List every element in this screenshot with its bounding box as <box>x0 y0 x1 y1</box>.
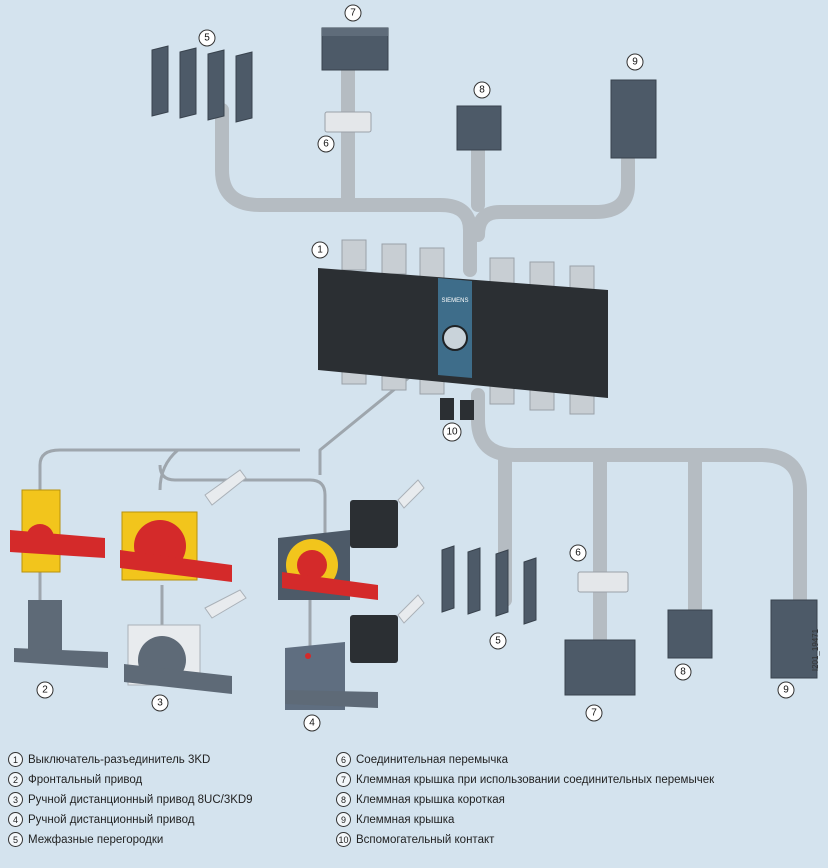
short-cover-bottom <box>667 609 713 659</box>
callout-3: 3 <box>151 694 169 712</box>
svg-text:9: 9 <box>783 685 789 696</box>
terminal-cover-bottom-right <box>770 599 818 679</box>
callout-8-bottom: 8 <box>674 663 692 681</box>
shaft-parts-left <box>204 469 247 619</box>
black-couplers <box>350 479 425 663</box>
phase-barriers-top <box>151 45 253 123</box>
svg-text:2: 2 <box>42 685 48 696</box>
switch-disconnector: SIEMENS <box>318 239 608 415</box>
short-cover-top <box>456 105 502 151</box>
svg-text:10: 10 <box>446 427 458 438</box>
terminal-cover-top <box>321 27 389 71</box>
svg-text:1: 1 <box>317 245 323 256</box>
link-bar-bottom <box>577 571 629 593</box>
callout-4: 4 <box>303 714 321 732</box>
svg-text:7: 7 <box>591 708 597 719</box>
svg-text:6: 6 <box>323 139 329 150</box>
callout-5-bottom: 5 <box>489 632 507 650</box>
callout-8-top: 8 <box>473 81 491 99</box>
terminal-cover-bottom <box>564 639 636 696</box>
svg-text:3: 3 <box>157 698 163 709</box>
brand-label: SIEMENS <box>441 298 468 304</box>
callout-7-top: 7 <box>344 4 362 22</box>
callout-6-top: 6 <box>317 135 335 153</box>
remote-mechanism-gray <box>124 624 232 694</box>
callout-9-top: 9 <box>626 53 644 71</box>
svg-text:4: 4 <box>309 718 315 729</box>
figure-code: I201_19471 <box>811 628 820 671</box>
svg-text:8: 8 <box>680 667 686 678</box>
svg-text:6: 6 <box>575 548 581 559</box>
top-pipe-network <box>215 63 635 277</box>
remote-mechanism-4-gray <box>285 642 378 710</box>
accessories-diagram: SIEMENS <box>10 4 820 732</box>
svg-text:9: 9 <box>632 57 638 68</box>
svg-text:5: 5 <box>495 636 501 647</box>
callout-5-top: 5 <box>198 29 216 47</box>
svg-text:8: 8 <box>479 85 485 96</box>
callout-9-bottom: 9 <box>777 681 795 699</box>
front-mechanism-red <box>10 489 105 573</box>
callout-6-bottom: 6 <box>569 544 587 562</box>
remote-mechanism-red <box>120 511 232 582</box>
callout-2: 2 <box>36 681 54 699</box>
remote-mechanism-4-red <box>278 530 378 600</box>
svg-text:7: 7 <box>350 8 356 19</box>
callout-7-bottom: 7 <box>585 704 603 722</box>
svg-text:5: 5 <box>204 33 210 44</box>
auxiliary-contacts <box>440 398 474 420</box>
callout-10: 10 <box>442 422 462 442</box>
terminal-cover-right <box>610 79 657 159</box>
front-mechanism-gray <box>14 600 108 668</box>
link-bar-top <box>324 111 372 133</box>
callout-1: 1 <box>311 241 329 259</box>
phase-barriers-bottom <box>441 545 537 625</box>
